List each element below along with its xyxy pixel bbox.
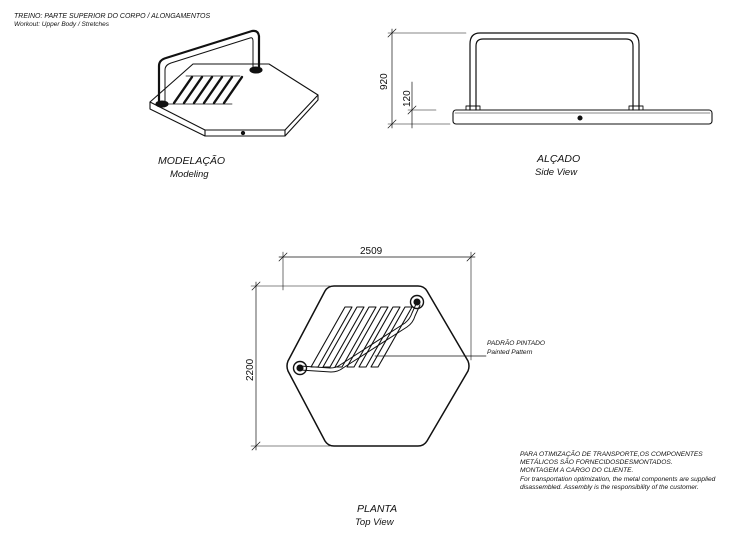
note-line2-pt: METÁLICOS SÃO FORNECIDOSDESMONTADOS.: [520, 459, 673, 466]
modeling-label-en: Modeling: [170, 169, 209, 180]
top-label-en: Top View: [355, 517, 394, 528]
note-line2-en: disassembled. Assembly is the responsibi…: [520, 484, 699, 491]
title-en: Workout: Upper Body / Stretches: [14, 21, 110, 28]
modeling-label-pt: MODELAÇÃO: [158, 155, 226, 167]
side-label-en: Side View: [535, 167, 578, 178]
side-label-pt: ALÇADO: [537, 153, 581, 165]
callout-label-en: Painted Pattern: [487, 349, 533, 356]
note-line1-pt: PARA OTIMIZAÇÃO DE TRANSPORTE,OS COMPONE…: [520, 451, 703, 458]
title-pt: TREINO: PARTE SUPERIOR DO CORPO / ALONGA…: [14, 13, 211, 20]
dim-top-width: 2509: [360, 246, 383, 257]
note-line1-en: For transportation optimization, the met…: [520, 476, 716, 483]
dim-side-base: 120: [402, 90, 413, 107]
top-label-pt: PLANTA: [357, 503, 398, 515]
side-view: [387, 28, 713, 129]
top-view: [250, 251, 487, 451]
modeling-view: [149, 29, 319, 137]
dim-side-height: 920: [379, 73, 390, 90]
callout-label-pt: PADRÃO PINTADO: [487, 340, 546, 347]
note-line3-pt: MONTAGEM A CARGO DO CLIENTE.: [520, 467, 634, 474]
dim-top-height: 2200: [245, 358, 256, 381]
